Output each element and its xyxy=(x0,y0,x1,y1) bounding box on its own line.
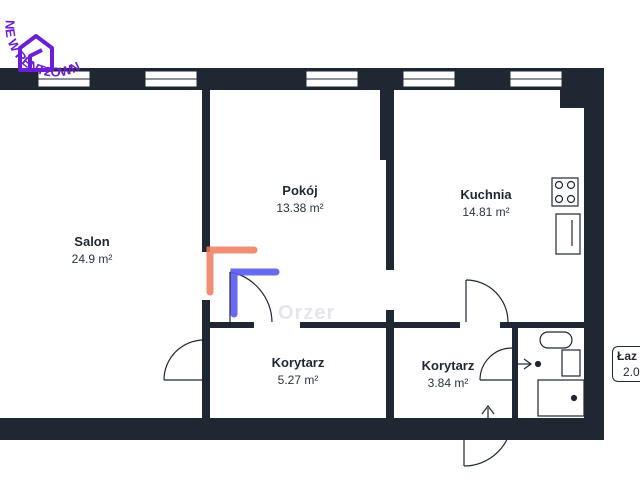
room-label-pokoj: Pokój 13.38 m² xyxy=(276,183,323,215)
house-icon xyxy=(18,34,54,72)
orange-corner-accent xyxy=(206,246,258,296)
room-area: 3.84 m² xyxy=(427,376,469,390)
watermark: Orzer xyxy=(278,302,336,324)
room-label-salon: Salon 24.9 m² xyxy=(72,234,113,266)
room-area: 13.38 m² xyxy=(276,201,324,215)
rent2own-logo: NE W RENT2OWN xyxy=(2,20,82,78)
bathroom-fixtures xyxy=(534,331,585,417)
room-name: Korytarz xyxy=(271,355,325,370)
entrance-arrow xyxy=(481,405,495,440)
blue-corner-accent xyxy=(230,268,280,318)
room-area: 2.0 xyxy=(623,365,640,379)
room-name: Pokój xyxy=(282,183,318,198)
windows xyxy=(37,70,563,88)
bathroom-arrow xyxy=(514,358,533,370)
room-name: Korytarz xyxy=(421,358,475,373)
room-area: 5.27 m² xyxy=(277,373,319,387)
interior-walls xyxy=(202,90,584,418)
room-name: Łaz xyxy=(617,349,638,363)
room-label-korytarz-2: Korytarz 3.84 m² xyxy=(422,358,475,390)
room-area: 24.9 m² xyxy=(71,252,113,266)
room-label-bathroom: Łaz 2.0 xyxy=(612,346,640,382)
room-label-korytarz-1: Korytarz 5.27 m² xyxy=(272,355,325,387)
door-swings xyxy=(163,271,513,467)
room-label-kuchnia: Kuchnia 14.81 m² xyxy=(460,187,511,219)
kitchen-stove-icon xyxy=(551,177,579,207)
room-name: Salon xyxy=(74,234,110,249)
room-name: Kuchnia xyxy=(460,187,512,202)
wall-corner xyxy=(560,90,584,108)
kitchen-sink-icon xyxy=(555,213,581,255)
room-area: 14.81 m² xyxy=(462,205,510,219)
